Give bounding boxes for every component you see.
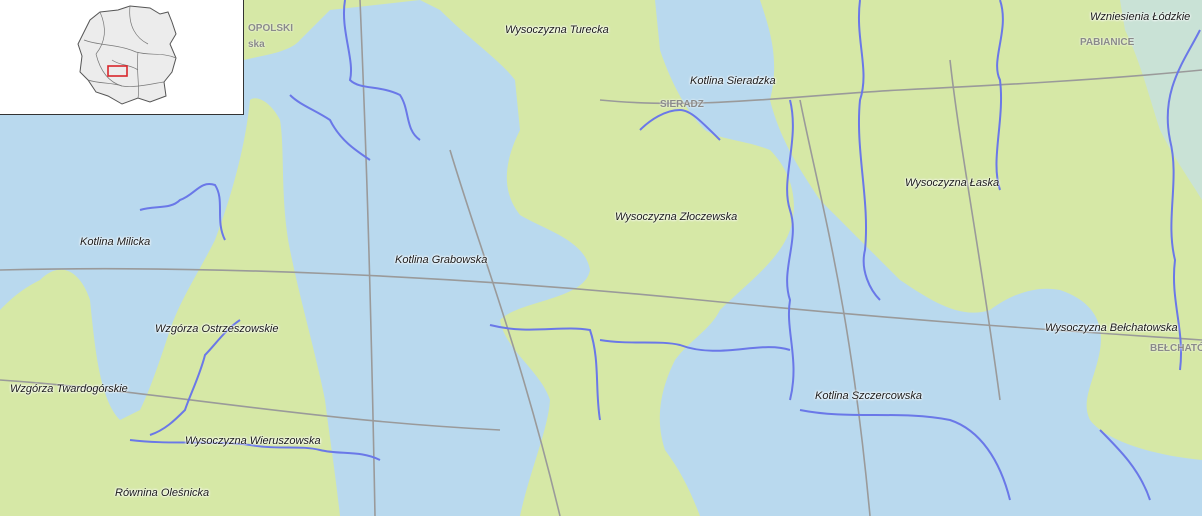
region-label-kotlina-szczercowska: Kotlina Szczercowska — [815, 390, 922, 402]
region-label-kotlina-sieradzka: Kotlina Sieradzka — [690, 75, 776, 87]
poland-locator-icon — [77, 5, 177, 105]
region-label-wzgorza-ostrzeszowskie: Wzgórza Ostrzeszowskie — [155, 323, 279, 335]
region-label-kotlina-milicka: Kotlina Milicka — [80, 236, 151, 248]
base-label-belchatow: BEŁCHATÓ — [1150, 343, 1202, 354]
region-label-wzniesienia-lodzkie: Wzniesienia Łódzkie — [1090, 11, 1191, 23]
region-label-wysoczyzna-belchatowska: Wysoczyzna Bełchatowska — [1045, 322, 1178, 334]
lowland-west — [0, 0, 590, 516]
region-label-rownina-olesnicka: Równina Oleśnicka — [115, 487, 210, 499]
base-label-ska: ska — [248, 39, 265, 50]
region-label-wysoczyzna-zloczewska: Wysoczyzna Złoczewska — [615, 211, 738, 223]
locator-inset — [0, 0, 244, 115]
lowland-pabianice — [1120, 0, 1202, 200]
base-label-sieradz: SIERADZ — [660, 99, 704, 110]
region-label-wysoczyzna-turecka: Wysoczyzna Turecka — [505, 24, 609, 36]
region-label-kotlina-grabowska: Kotlina Grabowska — [395, 254, 488, 266]
region-label-wysoczyzna-laska: Wysoczyzna Łaska — [905, 177, 1000, 189]
base-label-opolski: OPOLSKI — [248, 23, 294, 34]
region-label-wzgorza-twardogorskie: Wzgórza Twardogórskie — [10, 383, 128, 395]
region-label-wysoczyzna-wieruszowska: Wysoczyzna Wieruszowska — [185, 435, 321, 447]
study-area-highlight — [107, 65, 128, 77]
base-label-pabianice: PABIANICE — [1080, 37, 1135, 48]
admin-boundaries — [129, 0, 1201, 501]
